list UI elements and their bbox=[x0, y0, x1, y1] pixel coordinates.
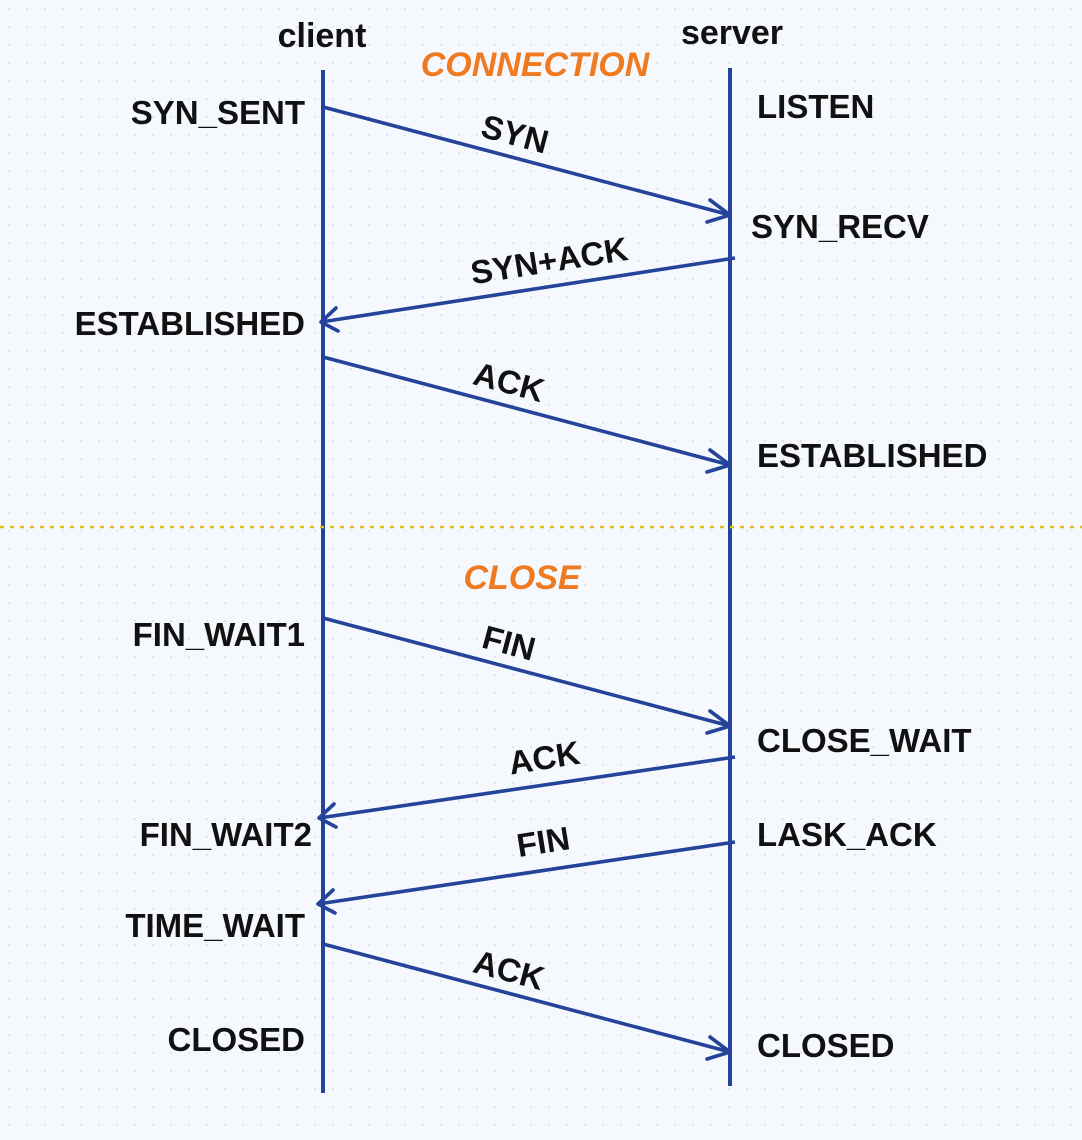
message-fin-2: FIN bbox=[316, 819, 736, 915]
server-state-close-wait: CLOSE_WAIT bbox=[757, 722, 972, 759]
server-state-closed: CLOSED bbox=[757, 1027, 895, 1064]
ack-2-arrow-head bbox=[317, 802, 338, 829]
ack-1-arrow-head bbox=[705, 448, 732, 474]
server-label: server bbox=[681, 14, 783, 52]
client-state-fin-wait1: FIN_WAIT1 bbox=[133, 616, 305, 653]
message-syn: SYN bbox=[322, 105, 732, 224]
client-state-closed: CLOSED bbox=[167, 1021, 305, 1058]
client-state-fin-wait2: FIN_WAIT2 bbox=[140, 816, 312, 853]
fin-1-arrow-head bbox=[705, 709, 732, 735]
fin-1-arrow-line bbox=[322, 616, 731, 728]
client-label: client bbox=[278, 17, 367, 55]
message-ack-1: ACK bbox=[322, 355, 732, 474]
ack-1-arrow-line bbox=[322, 355, 731, 467]
syn-ack-label: SYN+ACK bbox=[468, 230, 631, 291]
ack-2-label: ACK bbox=[506, 734, 583, 782]
ack-2-arrow-line bbox=[318, 755, 736, 820]
server-state-lask-ack: LASK_ACK bbox=[757, 816, 937, 853]
ack-3-arrow-head bbox=[705, 1035, 732, 1061]
server-state-syn-recv: SYN_RECV bbox=[751, 208, 929, 245]
ack-3-arrow-line bbox=[322, 942, 731, 1054]
message-ack-2: ACK bbox=[317, 734, 736, 829]
message-fin-1: FIN bbox=[322, 616, 732, 735]
fin-2-arrow-line bbox=[317, 840, 736, 906]
connection-phase-label: CONNECTION bbox=[421, 46, 651, 84]
syn-arrow-line bbox=[322, 105, 731, 217]
syn-arrow-head bbox=[705, 198, 732, 224]
fin-2-arrow-head bbox=[316, 888, 337, 915]
client-state-established: ESTABLISHED bbox=[75, 305, 305, 342]
server-state-established: ESTABLISHED bbox=[757, 437, 987, 474]
client-state-syn-sent: SYN_SENT bbox=[131, 94, 305, 131]
fin-2-label: FIN bbox=[514, 819, 572, 864]
close-phase-label: CLOSE bbox=[463, 559, 581, 597]
server-state-listen: LISTEN bbox=[757, 88, 874, 125]
message-ack-3: ACK bbox=[322, 942, 732, 1061]
syn-ack-arrow-head bbox=[319, 306, 340, 333]
ack-3-label: ACK bbox=[470, 943, 549, 997]
syn-ack-arrow-line bbox=[320, 256, 736, 324]
message-syn-ack: SYN+ACK bbox=[319, 230, 736, 333]
client-state-time-wait: TIME_WAIT bbox=[125, 907, 305, 944]
